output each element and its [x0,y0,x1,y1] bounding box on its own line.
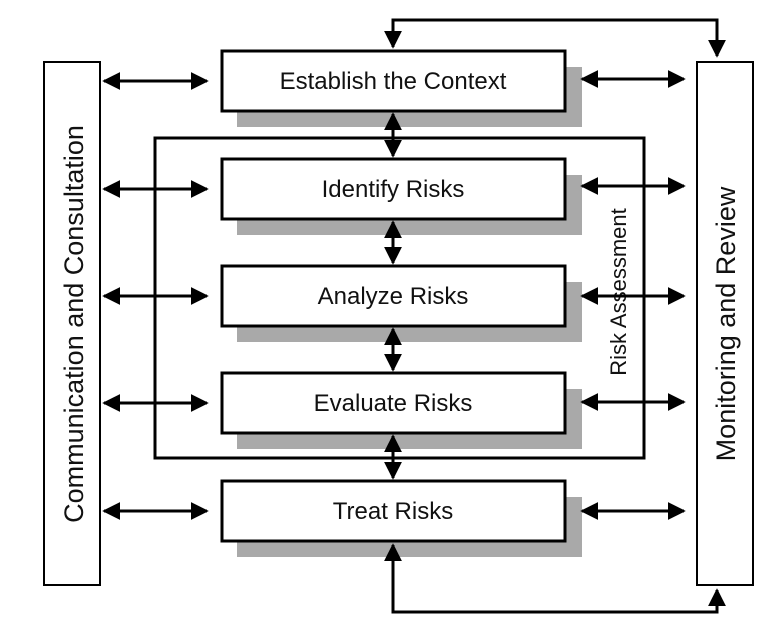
treat-risks-box [220,479,567,543]
analyze-risks-box [220,264,567,328]
analyze-risks-label: Analyze Risks [318,283,469,310]
establish-context-label: Establish the Context [280,68,507,95]
evaluate-risks-label: Evaluate Risks [314,390,473,417]
right-connectors [580,70,686,520]
evaluate-risks-box [220,371,567,435]
identify-risks-box [220,157,567,221]
communication-consultation-label: Communication and Consultation [59,125,89,523]
step-boxes: Establish the Context Identify Risks Ana… [220,49,582,557]
treat-risks-label: Treat Risks [333,498,453,525]
top-feedback-loop [384,18,726,58]
identify-risks-label: Identify Risks [322,176,465,203]
establish-context-box [220,49,567,113]
monitoring-review-label: Monitoring and Review [711,186,741,461]
left-connectors [102,72,209,520]
loop-connectors [384,18,726,614]
risk-assessment-label: Risk Assessment [606,208,631,376]
bottom-feedback-loop [384,543,726,614]
communication-consultation-panel: Communication and Consultation [43,61,101,586]
monitoring-review-panel: Monitoring and Review [696,61,754,586]
